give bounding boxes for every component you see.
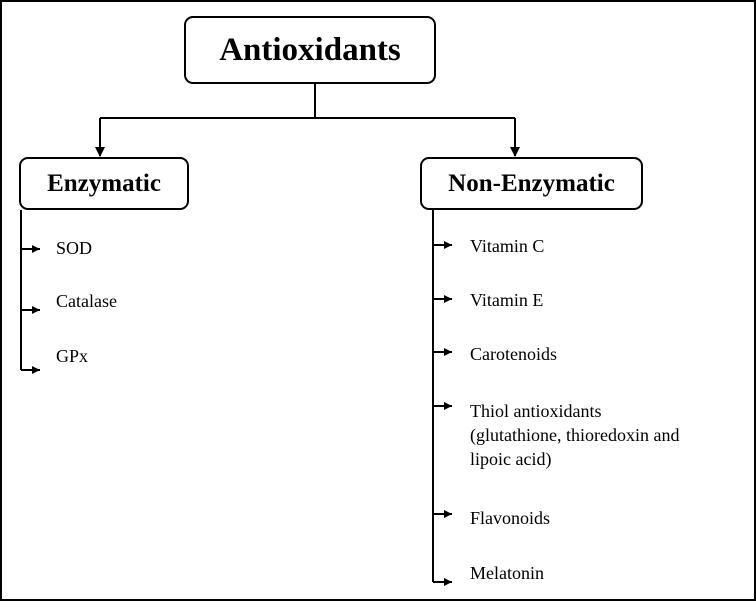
- enzymatic-item-catalase: Catalase: [56, 291, 117, 311]
- non-enzymatic-node: Non-Enzymatic: [420, 157, 643, 210]
- nonenzymatic-item-carotenoids: Carotenoids: [470, 344, 557, 364]
- nonenzymatic-item-thiol-line1: Thiol antioxidants: [470, 401, 602, 421]
- nonenzymatic-item-melatonin: Melatonin: [470, 563, 544, 583]
- nonenzymatic-item-vitamin-c: Vitamin C: [470, 236, 545, 256]
- enzymatic-item-sod: SOD: [56, 238, 93, 258]
- enzymatic-label: Enzymatic: [47, 169, 161, 197]
- enzymatic-item-gpx: GPx: [56, 346, 89, 366]
- antioxidants-node: Antioxidants: [184, 16, 436, 84]
- nonenzymatic-item-flavonoids: Flavonoids: [470, 508, 551, 528]
- nonenzymatic-item-thiol-line2: (glutathione, thioredoxin and: [470, 425, 680, 445]
- enzymatic-node: Enzymatic: [19, 157, 189, 210]
- nonenzymatic-item-vitamin-e: Vitamin E: [470, 290, 544, 310]
- nonenzymatic-item-thiol-line3: lipoic acid): [470, 449, 552, 469]
- non-enzymatic-label: Non-Enzymatic: [448, 169, 615, 197]
- antioxidants-label: Antioxidants: [219, 31, 401, 68]
